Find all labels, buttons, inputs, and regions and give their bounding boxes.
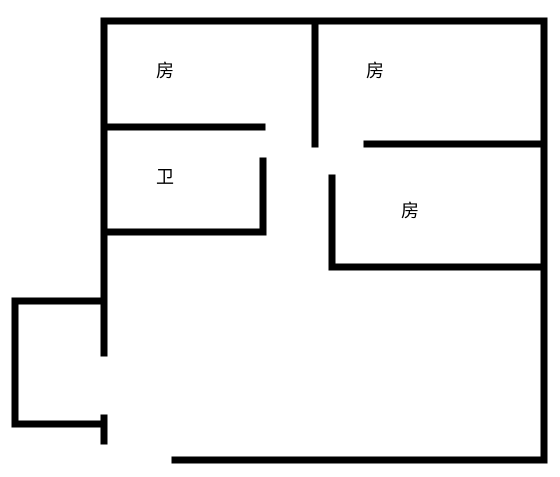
room-label-right-middle: 房: [401, 201, 419, 222]
balcony-wall: [11, 297, 108, 428]
room-label-top-left: 房: [156, 61, 174, 82]
room-label-bathroom: 卫: [156, 167, 174, 188]
room-label-top-right: 房: [366, 61, 384, 82]
